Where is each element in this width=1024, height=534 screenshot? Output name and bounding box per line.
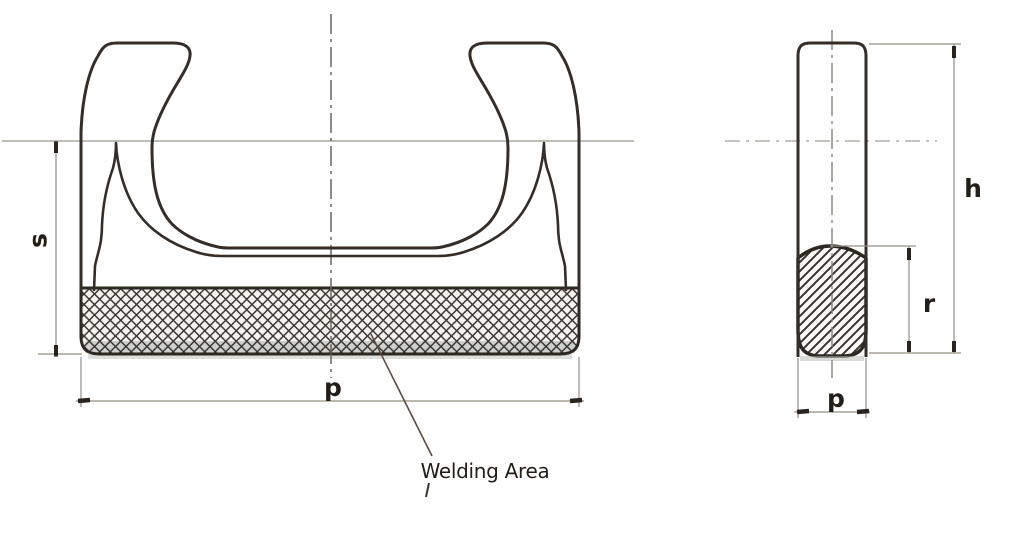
p-side-tick-right [856,408,870,415]
dim-p-side-label: p [827,384,845,413]
front-view [2,14,634,498]
dim-p-front-label: p [324,373,342,402]
side-weld-under-shadow [800,356,864,361]
dim-s-label: s [23,233,53,248]
p-side-tick-left [796,408,810,415]
dimension-s [38,141,82,357]
front-outer-contour [79,41,581,292]
welding-area-label: Welding Area [420,459,550,483]
dimension-r [830,245,916,353]
p-front-tick-left [77,397,91,404]
dimension-p-front [76,357,584,407]
dim-r-label: r [922,289,936,318]
p-front-tick-right [569,397,583,404]
front-inner-contour [92,141,568,292]
dimension-p-side [794,358,870,418]
welding-area-leader [370,333,433,498]
side-view [725,30,961,418]
welding-band-under-shadow [88,354,572,359]
dimension-h [869,43,961,354]
leader-line [370,333,433,457]
welding-band [79,286,581,359]
welding-band-crosshatch [79,286,581,356]
side-body-outline [796,41,868,357]
dim-h-label: h [964,174,982,203]
leader-end-tick [425,482,430,498]
